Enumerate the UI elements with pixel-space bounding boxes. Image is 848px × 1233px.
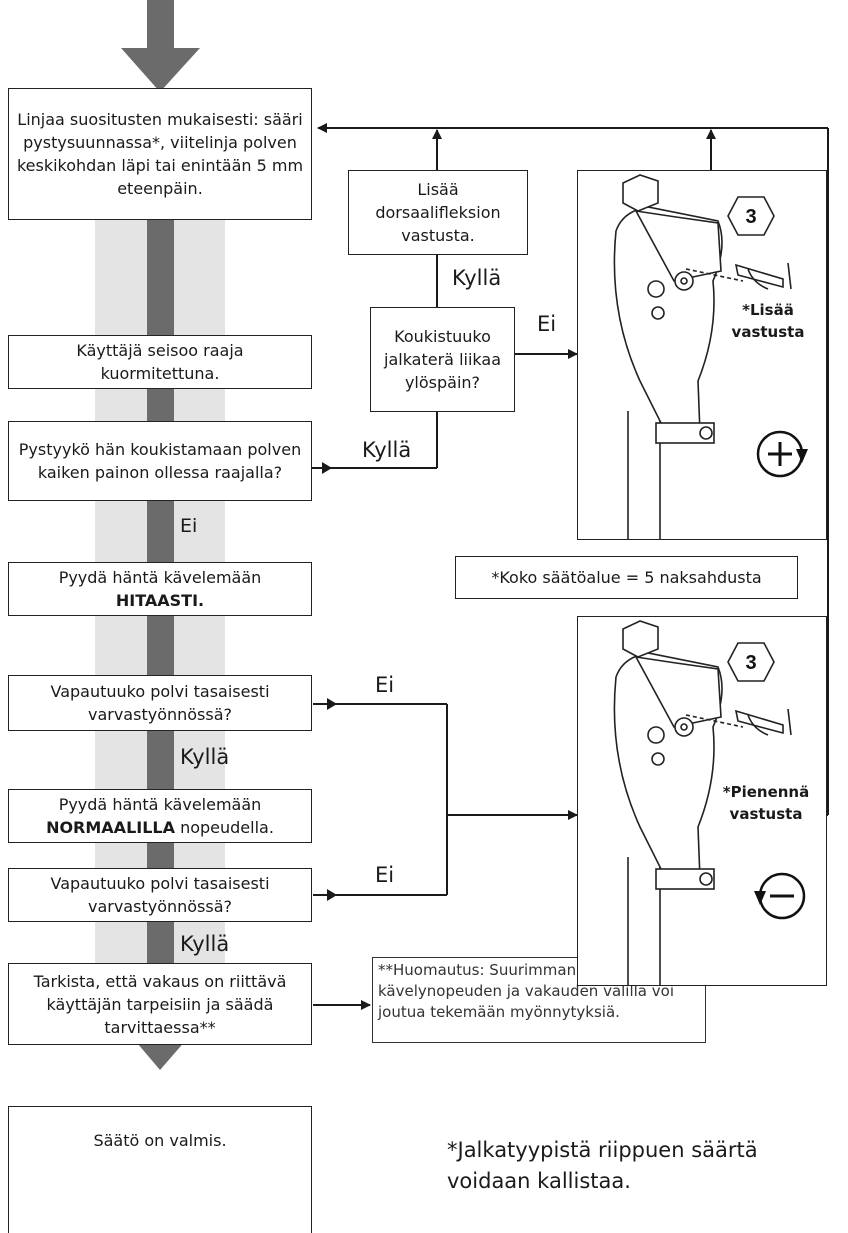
plus-rotate-icon [756, 430, 808, 478]
label-ei-flex: Ei [180, 515, 198, 537]
label-kylla-dorsi: Kyllä [452, 266, 502, 290]
step-complete: Säätö on valmis. [8, 1106, 312, 1233]
step-release-question-1-text: Vapautuuko polvi tasaisesti varvastyönnö… [50, 682, 270, 724]
dorsi-box: Lisää dorsaalifleksion vastusta. [348, 170, 528, 255]
step-stand-text: Käyttäjä seisoo raaja kuormitettuna. [76, 341, 244, 383]
minus-rotate-icon [754, 872, 806, 920]
hex-key-icon-bottom: 3 [727, 642, 775, 682]
dorsi-box-text: Lisää dorsaalifleksion vastusta. [375, 180, 501, 245]
increase-label: *Lisää vastusta [731, 301, 805, 341]
footnote: *Jalkatyypistä riippuen säärtä voidaan k… [447, 1135, 777, 1197]
adjust-panel-decrease: 3 *Pienennä vastusta [577, 616, 827, 986]
range-note-text: *Koko säätöalue = 5 naksahdusta [491, 568, 762, 587]
step-check-stability-text: Tarkista, että vakaus on riittävä käyttä… [33, 971, 287, 1037]
remark-note-text: **Huomautus: Suurimman kävelynopeuden ja… [378, 961, 674, 1021]
remark-note: **Huomautus: Suurimman kävelynopeuden ja… [372, 957, 706, 1043]
label-kylla-release-2: Kyllä [180, 932, 230, 956]
foot-question-text: Koukistuuko jalkaterä liikaa ylöspäin? [384, 327, 501, 392]
knee-illustration-top [613, 174, 792, 539]
step-flex-question: Pystyykö hän koukistamaan polven kaiken … [8, 421, 312, 501]
step-release-question-1: Vapautuuko polvi tasaisesti varvastyönnö… [8, 675, 312, 731]
hex-key-icon: 3 [727, 196, 775, 236]
decrease-label: *Pienennä vastusta [722, 783, 810, 823]
step-complete-text: Säätö on valmis. [93, 1131, 227, 1150]
step-release-question-2: Vapautuuko polvi tasaisesti varvastyönnö… [8, 868, 312, 922]
svg-text:3: 3 [745, 206, 756, 228]
step-align: Linjaa suositusten mukaisesti: sääri pys… [8, 88, 312, 220]
label-kylla-release-1: Kyllä [180, 745, 230, 769]
step-check-stability: Tarkista, että vakaus on riittävä käyttä… [8, 963, 312, 1045]
adjust-panel-increase: 3 *Lisää vastusta [577, 170, 827, 540]
svg-text:3: 3 [745, 652, 756, 674]
foot-question-box: Koukistuuko jalkaterä liikaa ylöspäin? [370, 307, 515, 412]
knee-illustration-bottom [613, 620, 792, 985]
top-arrow-icon [121, 48, 200, 92]
step-release-question-2-text: Vapautuuko polvi tasaisesti varvastyönnö… [50, 874, 270, 916]
step-stand: Käyttäjä seisoo raaja kuormitettuna. [8, 335, 312, 389]
label-ei-release-1: Ei [375, 673, 395, 697]
range-note: *Koko säätöalue = 5 naksahdusta [455, 556, 798, 599]
label-ei-release-2: Ei [375, 863, 395, 887]
label-ei-question: Ei [537, 312, 557, 336]
label-kylla-flex: Kyllä [362, 438, 412, 462]
spine-top [147, 0, 174, 50]
footnote-text: *Jalkatyypistä riippuen säärtä voidaan k… [447, 1138, 758, 1193]
step-flex-question-text: Pystyykö hän koukistamaan polven kaiken … [18, 440, 302, 482]
step-align-text: Linjaa suositusten mukaisesti: sääri pys… [16, 110, 304, 198]
